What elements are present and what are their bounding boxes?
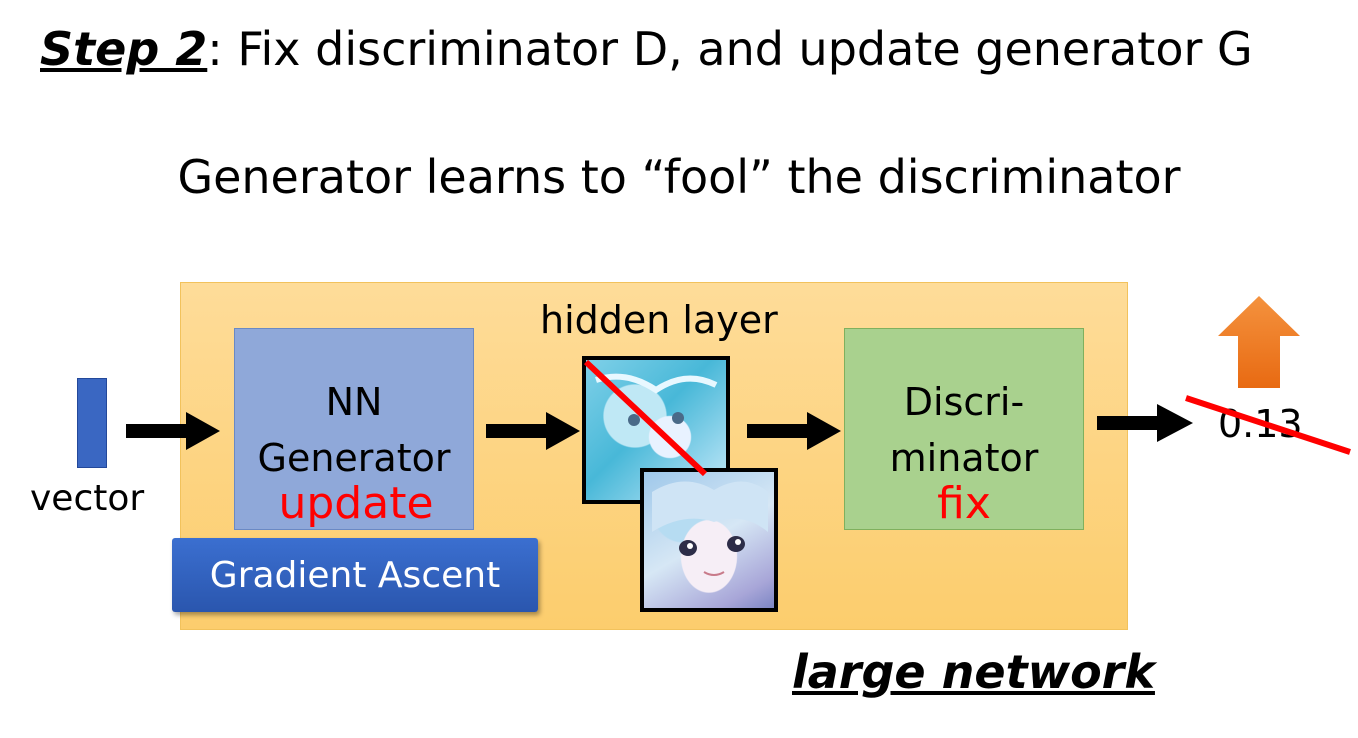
gradient-ascent-label: Gradient Ascent xyxy=(209,554,501,596)
discriminator-status: fix xyxy=(937,478,991,529)
discriminator-label-line2: minator xyxy=(889,436,1039,480)
input-vector xyxy=(77,378,107,468)
right-arrow-icon xyxy=(747,412,841,450)
hidden-layer-label: hidden layer xyxy=(540,298,778,342)
up-arrow-icon xyxy=(1218,296,1300,388)
anime-face-icon xyxy=(652,481,768,576)
score-strike-line xyxy=(1185,395,1351,455)
large-network-label: large network xyxy=(792,645,1155,699)
generator-box xyxy=(234,328,474,530)
step-label: Step 2 xyxy=(40,22,208,76)
gradient-ascent-button[interactable]: Gradient Ascent xyxy=(172,538,538,612)
right-arrow-icon xyxy=(486,412,580,450)
generator-label-line2: Generator xyxy=(257,436,451,480)
discriminator-label-line1: Discri- xyxy=(903,380,1025,424)
vector-label: vector xyxy=(30,478,145,519)
generator-label-line1: NN xyxy=(325,380,383,424)
right-arrow-icon xyxy=(126,412,220,450)
face-sketch-icon xyxy=(595,373,718,426)
right-arrow-icon xyxy=(1097,404,1193,442)
subtitle: Generator learns to “fool” the discrimin… xyxy=(177,150,1181,204)
generator-status: update xyxy=(278,478,434,529)
title-text: : Fix discriminator D, and update genera… xyxy=(207,22,1253,76)
image-strike-line xyxy=(583,359,708,477)
generated-image-new xyxy=(640,468,778,612)
slide-title: Step 2: Fix discriminator D, and update … xyxy=(40,22,1253,76)
discriminator-box xyxy=(844,328,1084,530)
